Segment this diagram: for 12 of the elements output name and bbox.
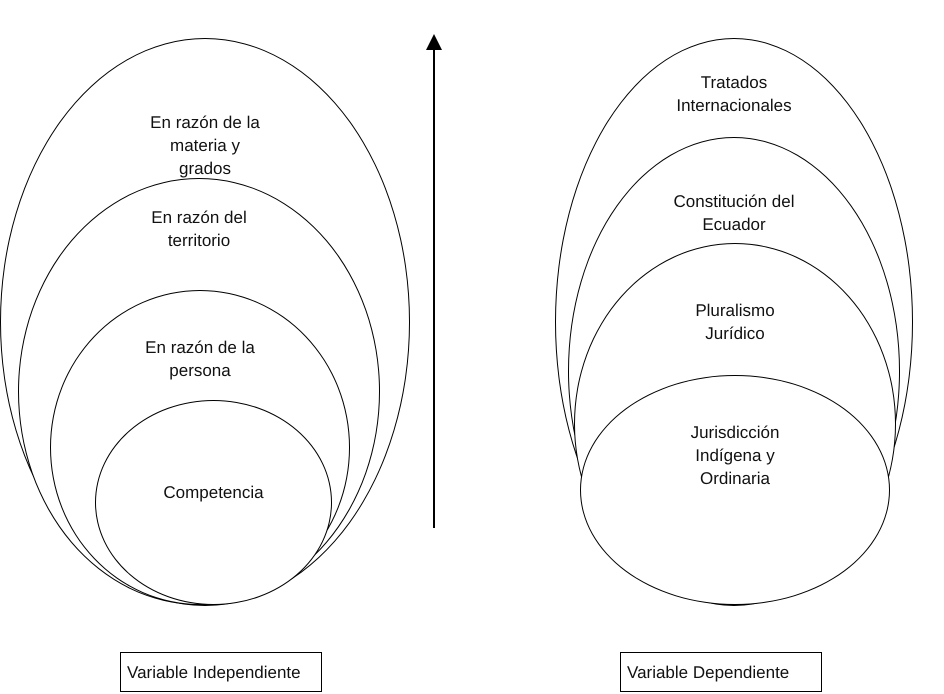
node-label: Constitución del Ecuador — [672, 191, 796, 236]
node-label: En razón de la materia y grados — [149, 112, 261, 180]
node-label: Jurisdicción Indígena y Ordinaria — [690, 422, 780, 490]
node-label: Variable Dependiente — [627, 662, 790, 684]
node-label: En razón del territorio — [150, 207, 248, 252]
node-label: En razón de la persona — [144, 337, 256, 382]
variable-box — [620, 652, 822, 692]
node-label: Competencia — [162, 482, 265, 504]
node-label: Tratados Internacionales — [675, 72, 793, 117]
node-label: Pluralismo Jurídico — [694, 300, 776, 345]
node-label: Variable Independiente — [127, 662, 301, 684]
variable-box — [120, 652, 322, 692]
